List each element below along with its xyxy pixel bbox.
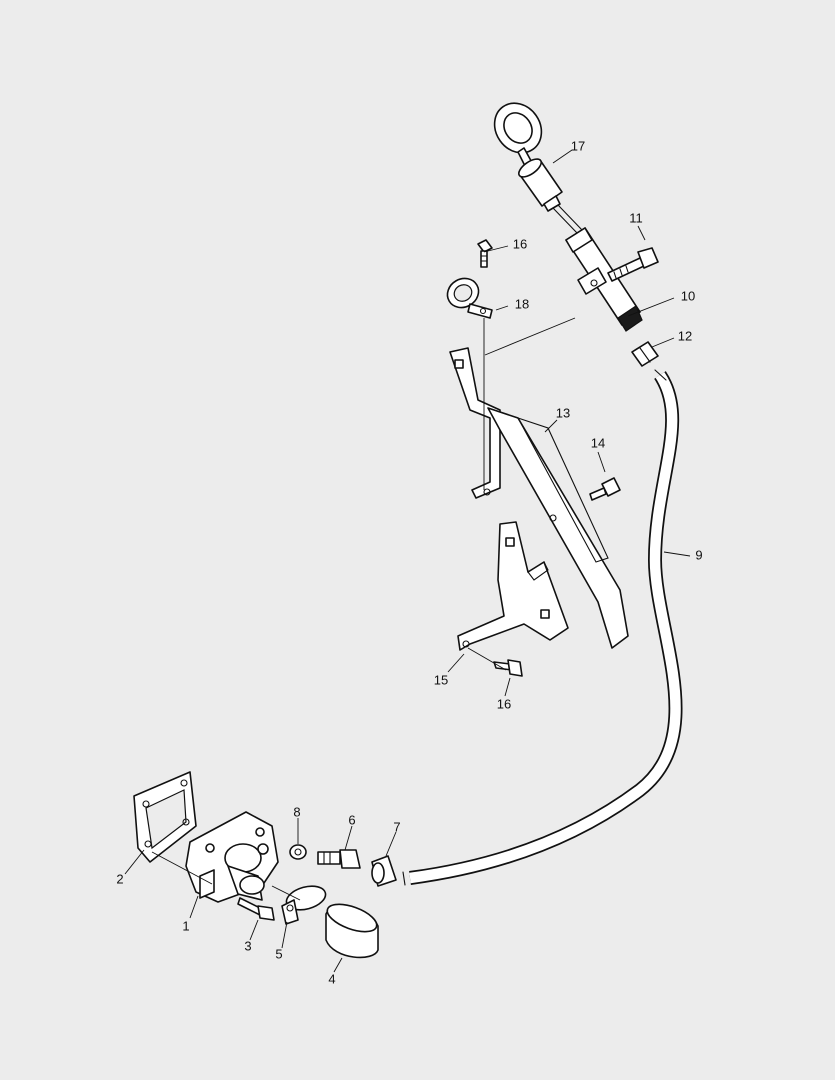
- union-fitting: [317, 849, 361, 869]
- callout-18: 18: [515, 296, 529, 311]
- connector-nut-12: [631, 341, 659, 367]
- callout-15: 15: [434, 672, 448, 687]
- callout-7: 7: [393, 819, 400, 834]
- dipstick: [493, 102, 584, 235]
- dipstick-guide-tube: [565, 227, 643, 332]
- callout-8: 8: [293, 804, 300, 819]
- bolt-11: [607, 247, 659, 282]
- callout-3: 3: [244, 938, 251, 953]
- callout-1: 1: [182, 918, 189, 933]
- gasket: [133, 771, 197, 863]
- oil-filter-housing: [185, 811, 279, 903]
- bracket-13: [449, 347, 629, 649]
- callout-10: 10: [681, 288, 695, 303]
- callout-17: 17: [571, 138, 585, 153]
- callout-6: 6: [348, 812, 355, 827]
- bolt-3: [237, 897, 275, 921]
- callout-16-lower: 16: [497, 696, 511, 711]
- callout-14: 14: [591, 435, 605, 450]
- washer: [289, 844, 307, 860]
- callout-5: 5: [275, 946, 282, 961]
- callout-4: 4: [328, 971, 335, 986]
- callout-labels: 17 16 11 18 10 12 13 14 9 15 16 8 6 7 2 …: [116, 138, 702, 986]
- callout-2: 2: [116, 871, 123, 886]
- bolt-16-lower: [493, 659, 523, 677]
- hose-joint: [371, 855, 397, 887]
- oil-filter: [325, 903, 379, 959]
- leader-lines: [124, 149, 691, 973]
- bolt-16-upper: [477, 239, 493, 268]
- callout-9: 9: [695, 547, 702, 562]
- callout-16-upper: 16: [513, 236, 527, 251]
- pipe-clamp: [446, 277, 493, 319]
- callout-12: 12: [678, 328, 692, 343]
- hose-clamp: [281, 885, 327, 925]
- bracket-15: [457, 521, 569, 651]
- callout-13: 13: [556, 405, 570, 420]
- callout-11: 11: [629, 210, 643, 225]
- bolt-14: [589, 477, 621, 501]
- oil-level-hose: [402, 369, 683, 886]
